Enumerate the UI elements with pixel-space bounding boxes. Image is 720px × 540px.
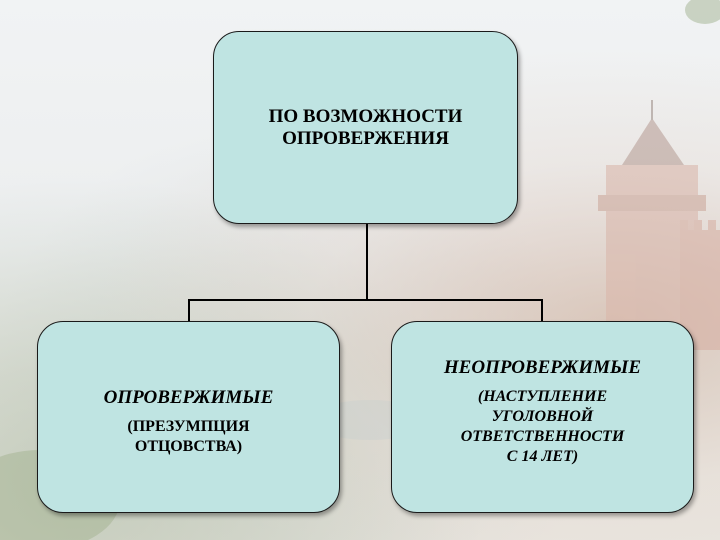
diagram-node-refutable: ОПРОВЕРЖИМЫЕ (ПРЕЗУМПЦИЯ ОТЦОВСТВА) [37,321,340,513]
diagram-node-irrefutable: НЕОПРОВЕРЖИМЫЕ (НАСТУПЛЕНИЕ УГОЛОВНОЙ ОТ… [391,321,694,513]
connector-vertical-right [541,299,543,321]
connector-vertical-left [188,299,190,321]
left-node-line-1: (ПРЕЗУМПЦИЯ [127,418,250,435]
left-node-heading: ОПРОВЕРЖИМЫЕ [103,387,274,408]
diagram-node-root: ПО ВОЗМОЖНОСТИ ОПРОВЕРЖЕНИЯ [213,31,518,224]
left-node-line-2: ОТЦОВСТВА) [134,438,243,455]
right-node-line-2: УГОЛОВНОЙ [491,408,594,425]
right-node-line-1: (НАСТУПЛЕНИЕ [477,388,608,405]
right-node-line-4: С 14 ЛЕТ) [506,448,579,465]
right-node-line-3: ОТВЕТСТВЕННОСТИ [460,428,625,445]
connector-horizontal [188,299,543,301]
root-node-line-1: ПО ВОЗМОЖНОСТИ [268,105,463,127]
right-node-heading: НЕОПРОВЕРЖИМЫЕ [443,357,642,378]
connector-vertical-top [366,224,368,300]
root-node-line-2: ОПРОВЕРЖЕНИЯ [282,127,449,149]
